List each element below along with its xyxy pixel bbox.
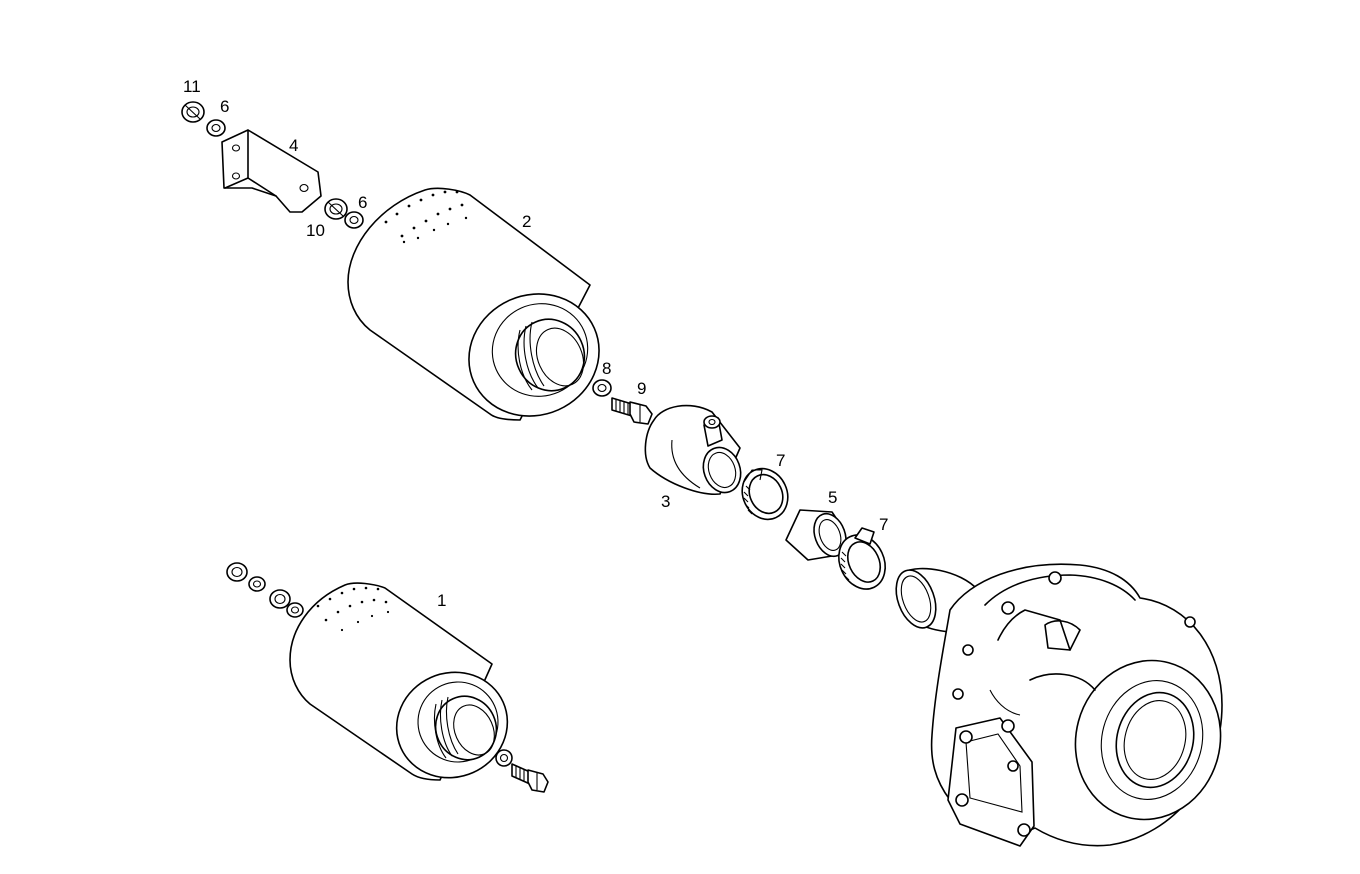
callout-9: 9 [637, 379, 646, 398]
lower-bolt [511, 763, 549, 793]
part-2-perforation-dots [384, 190, 468, 244]
callout-6-upper: 6 [220, 97, 229, 116]
part-7-hose-clamp-right [838, 527, 886, 590]
callout-4: 4 [289, 136, 298, 155]
part-6-washer-upper [206, 119, 226, 137]
callout-10: 10 [306, 221, 325, 240]
lower-washer-2 [286, 602, 304, 618]
part-6-washer-lower [344, 211, 364, 229]
callout-1: 1 [437, 591, 446, 610]
callout-7-left: 7 [776, 451, 785, 470]
part-1-perforation-dots [316, 586, 390, 632]
lower-nut-2 [269, 589, 291, 609]
callout-8: 8 [602, 359, 611, 378]
callout-6-lower: 6 [358, 193, 367, 212]
callout-2: 2 [522, 212, 531, 231]
part-8-washer [592, 379, 612, 397]
part-5-hose-sleeve [785, 509, 847, 561]
lower-nut-1 [226, 562, 248, 582]
turbo-exhaust-flange [947, 717, 1035, 847]
part-1-air-filter [289, 582, 509, 781]
part-7-hose-clamp-left [741, 467, 789, 521]
lower-washer-1 [248, 576, 266, 592]
turbocharger [895, 563, 1223, 847]
part-2-air-filter [347, 187, 600, 421]
part-4-bracket [221, 129, 322, 213]
part-9-bolt [611, 397, 653, 425]
callout-5: 5 [828, 488, 837, 507]
part-3-adapter [644, 404, 742, 495]
callout-11: 11 [183, 77, 201, 96]
callout-3: 3 [661, 492, 670, 511]
part-10-nut [324, 198, 348, 220]
part-11-nut [181, 101, 205, 123]
callout-7-right: 7 [879, 515, 888, 534]
lower-washer-3 [495, 749, 513, 767]
